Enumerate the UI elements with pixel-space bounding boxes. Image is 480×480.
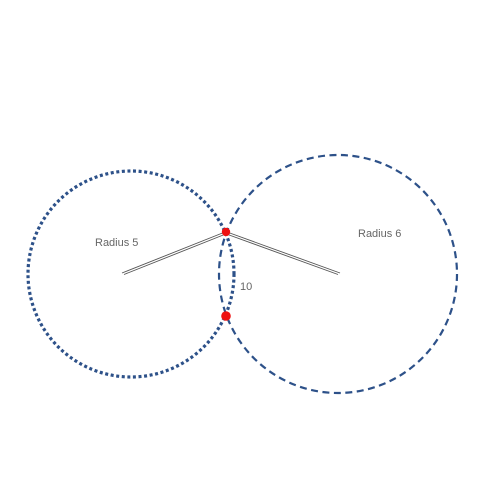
right-circle [217,153,459,395]
left-radius-segment [121,231,228,275]
center-distance-label: 10 [240,281,252,293]
right-radius-segment [224,231,341,275]
upper-intersection-point [221,227,231,237]
left-circle-radius-label: Radius 5 [95,237,138,249]
lower-intersection-point [221,311,231,321]
left-circle [26,169,236,379]
right-circle-radius-label: Radius 6 [358,228,401,240]
